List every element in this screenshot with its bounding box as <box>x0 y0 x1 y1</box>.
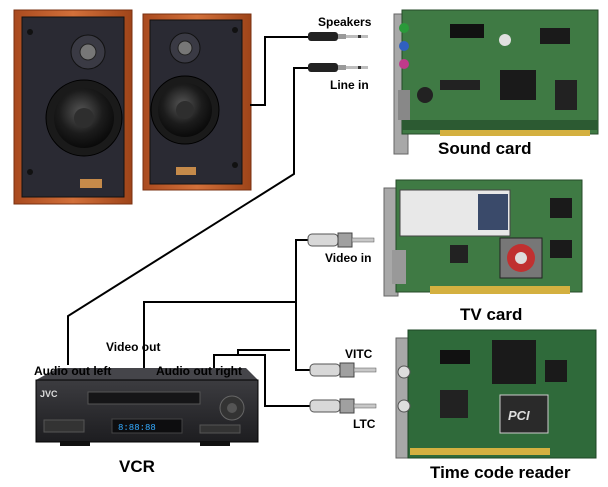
vcr-device: 8:88:88 <box>35 368 259 446</box>
label-sound-card: Sound card <box>438 139 532 158</box>
svg-text:8:88:88: 8:88:88 <box>118 423 156 433</box>
label-speakers: Speakers <box>318 15 372 29</box>
speaker-right <box>142 13 252 191</box>
line-in-jack-plug <box>308 63 368 72</box>
label-audio-out-right: Audio out right <box>156 364 242 378</box>
vcr-brand-logo: JVC <box>40 389 58 399</box>
label-time-code-reader: Time code reader <box>430 463 571 482</box>
cables <box>67 36 310 407</box>
speaker-left <box>13 9 133 205</box>
vitc-cable <box>295 302 310 371</box>
sound-card <box>393 9 599 155</box>
label-vitc: VITC <box>345 347 373 361</box>
label-video-in: Video in <box>325 251 372 265</box>
ltc-rca-plug <box>309 398 377 414</box>
audio-left-cable <box>67 67 308 365</box>
speaker-cable <box>250 36 308 106</box>
label-audio-out-left: Audio out left <box>34 364 112 378</box>
label-vcr: VCR <box>119 457 155 476</box>
video-in-rca-plug <box>307 232 375 248</box>
speaker-jack-plug <box>308 32 368 41</box>
label-tv-card: TV card <box>460 305 523 324</box>
label-ltc: LTC <box>353 417 376 431</box>
label-line-in: Line in <box>330 78 369 92</box>
label-video-out: Video out <box>106 340 161 354</box>
vitc-rca-plug <box>309 362 377 378</box>
tv-card <box>383 179 583 297</box>
svg-text:PCI: PCI <box>508 408 530 423</box>
ltc-cable <box>238 354 310 407</box>
time-code-reader-card: PCI <box>395 329 597 459</box>
